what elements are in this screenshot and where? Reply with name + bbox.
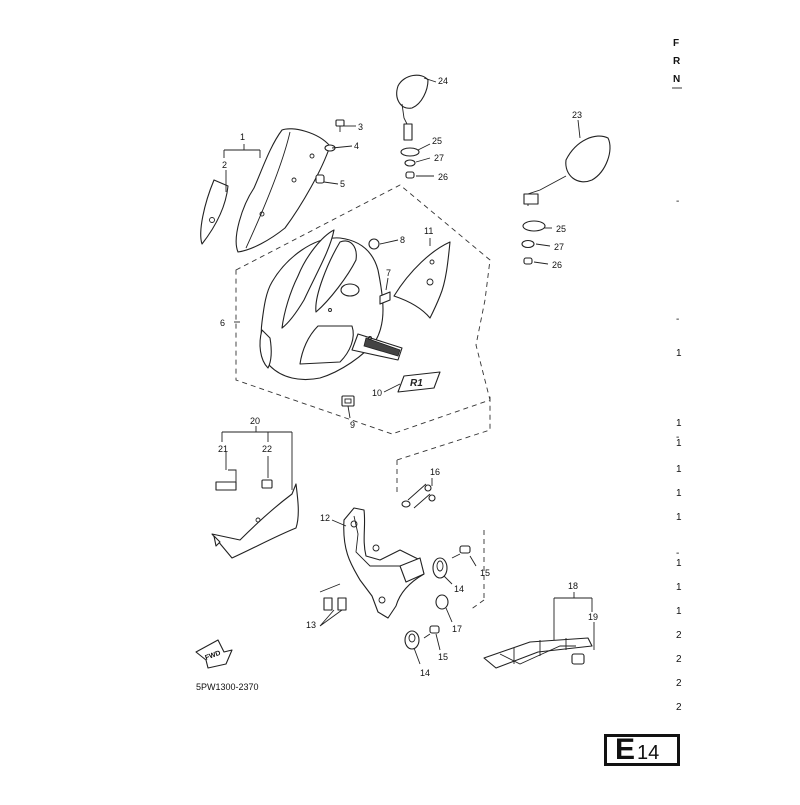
lower-side-panel-part [211, 469, 299, 559]
column-mark: 1 [676, 558, 682, 569]
inner-panel-part [200, 179, 229, 245]
column-mark: 2 [676, 678, 682, 689]
callout-15-lower: 15 [438, 652, 448, 662]
header-letter-f: F [673, 38, 679, 49]
callout-24: 24 [438, 76, 448, 86]
callout-17: 17 [452, 624, 462, 634]
windshield-screw-hardware [315, 119, 345, 184]
badge-letter: E [615, 733, 636, 766]
rear-bracket-dashed-leader [469, 530, 485, 611]
catalog-section-badge: E 14 [604, 734, 680, 766]
leader-lines [221, 77, 595, 665]
callout-12: 12 [320, 513, 330, 523]
callout-15-upper: 15 [480, 568, 490, 578]
emblem-text: R1 [410, 378, 423, 389]
callout-20: 20 [250, 416, 260, 426]
callout-1: 1 [240, 132, 245, 142]
bolt-upper-part [451, 545, 471, 559]
callout-10: 10 [372, 388, 382, 398]
callout-6: 6 [220, 318, 225, 328]
bolt-lower-part [423, 625, 440, 639]
cowling-stay-bracket-part [343, 507, 425, 619]
callout-21: 21 [218, 444, 228, 454]
callout-5: 5 [340, 179, 345, 189]
column-mark: 2 [676, 630, 682, 641]
forward-direction-arrow: FWD [195, 639, 233, 669]
callout-19: 19 [588, 612, 598, 622]
callout-22: 22 [262, 444, 272, 454]
callout-3: 3 [358, 122, 363, 132]
callout-27-upper: 27 [434, 153, 444, 163]
column-mark: 1 [676, 348, 682, 359]
column-mark: 2 [676, 702, 682, 713]
drawing-code: 5PW1300-2370 [196, 682, 259, 692]
callout-14-upper: 14 [454, 584, 464, 594]
windshield-part [235, 128, 331, 253]
header-letter-n: N [673, 74, 680, 85]
callout-26-upper: 26 [438, 172, 448, 182]
part-callout-numbers: 1 2 3 4 5 6 7 8 9 10 11 12 13 14 14 15 1… [218, 76, 598, 678]
cowling-clip-part [379, 291, 391, 305]
left-mirror-part [396, 74, 429, 179]
callout-4: 4 [354, 141, 359, 151]
header-letter-r: R [673, 56, 681, 67]
callout-2: 2 [222, 160, 227, 170]
right-column-marks: - - 1 1 - 1 1 1 1 - 1 1 1 2 2 2 2 [676, 196, 682, 713]
column-mark: 1 [676, 488, 682, 499]
column-mark: - [676, 196, 679, 207]
damper-upper-part [432, 557, 448, 579]
callout-7: 7 [386, 268, 391, 278]
callout-11: 11 [424, 226, 433, 236]
upper-cowling-part [259, 229, 403, 381]
collar-part [435, 594, 449, 610]
upper-cowling-assembly-boundary [235, 184, 491, 435]
column-mark: 1 [676, 464, 682, 475]
r1-emblem-part: R1 [397, 371, 441, 393]
callout-14-lower: 14 [420, 668, 430, 678]
callout-26-lower: 26 [552, 260, 562, 270]
column-mark: 1 [676, 606, 682, 617]
callout-13: 13 [306, 620, 316, 630]
side-cover-part [393, 241, 451, 319]
callout-25-lower: 25 [556, 224, 566, 234]
stay-bolt-part [401, 483, 436, 509]
callout-25-upper: 25 [432, 136, 442, 146]
column-mark: - [676, 548, 679, 559]
badge-number: 14 [637, 741, 660, 764]
callout-23: 23 [572, 110, 582, 120]
column-mark: 1 [676, 438, 682, 449]
callout-27-lower: 27 [554, 242, 564, 252]
damper-lower-part [404, 630, 420, 650]
clip-part [319, 583, 347, 611]
rear-stay-nut-part [571, 653, 585, 665]
rear-stay-part [483, 637, 593, 669]
right-header-letters: F R N [672, 38, 682, 89]
callout-18: 18 [568, 581, 578, 591]
callout-16: 16 [430, 467, 440, 477]
cowling-nut-part [341, 395, 355, 407]
column-mark: 1 [676, 582, 682, 593]
right-mirror-part [521, 135, 611, 265]
column-mark: - [676, 314, 679, 325]
column-mark: 1 [676, 418, 682, 429]
cowling-grommet-part [368, 238, 380, 250]
column-mark: - [676, 432, 679, 443]
callout-9: 9 [350, 420, 355, 430]
bracket-group-boundary [396, 395, 491, 494]
callout-8: 8 [400, 235, 405, 245]
column-mark: 2 [676, 654, 682, 665]
column-mark: 1 [676, 512, 682, 523]
